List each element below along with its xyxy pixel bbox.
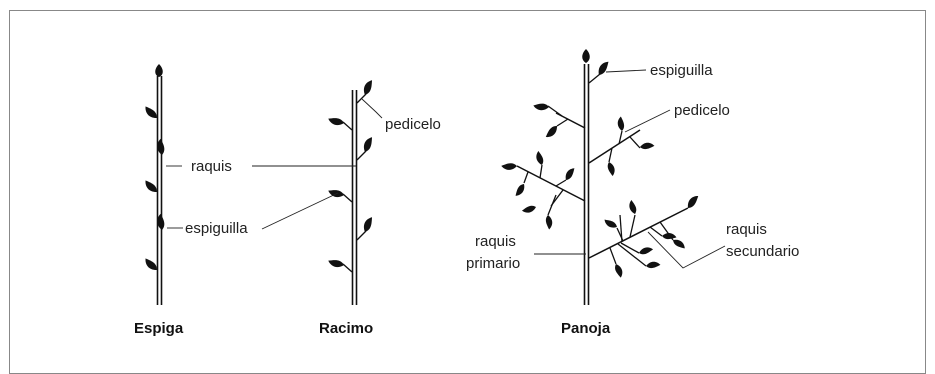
racimo-spikelet — [359, 136, 377, 153]
racimo-pedicel — [356, 93, 367, 104]
panoja-espiguilla-label: espiguilla — [650, 62, 713, 79]
panoja-pedicel — [617, 243, 647, 267]
panoja-spikelet — [532, 99, 550, 114]
panoja-spikelet — [684, 194, 702, 209]
espiga-raquis-label: raquis — [191, 158, 232, 175]
racimo-spikelet — [327, 184, 345, 202]
espiga-spikelet — [144, 103, 158, 121]
espiga-spikelet — [154, 213, 168, 231]
panoja-spikelet — [512, 183, 528, 197]
panoja-branch — [588, 207, 689, 259]
panoja-pedicel — [619, 214, 623, 243]
panoja-pedicelo-label: pedicelo — [674, 102, 730, 119]
panoja-group: espiguilla pedicelo raquis primario raqu… — [466, 49, 799, 337]
racimo-pedicel — [342, 121, 353, 131]
panoja-raquis-primario-label-line2: primario — [466, 255, 520, 272]
panoja-top-spikelet — [582, 49, 590, 63]
panoja-pedicel — [608, 147, 613, 163]
espiga-spikelet — [144, 255, 158, 273]
panoja-espiguilla-leader — [605, 69, 647, 73]
panoja-spikelet — [543, 125, 560, 139]
panoja-spikelet — [638, 245, 654, 256]
espiguilla-to-racimo-leader — [261, 192, 339, 230]
panoja-spikelet — [627, 199, 638, 215]
panoja-pedicelo-leader — [624, 109, 671, 133]
panoja-pedicel — [523, 171, 529, 184]
racimo-spikelet — [359, 79, 377, 96]
panoja-spikelet — [614, 263, 624, 278]
panoja-raquis-secundario-label-line1: raquis — [726, 221, 767, 238]
racimo-spikelet — [327, 254, 345, 272]
racimo-pedicel — [356, 150, 367, 161]
panoja-pedicel — [555, 179, 567, 187]
racimo-group: pedicelo Racimo — [252, 79, 441, 337]
racimo-pedicel — [342, 263, 353, 273]
panoja-spikelet — [594, 60, 613, 76]
panoja-spikelet — [562, 167, 578, 181]
panoja-pedicel — [556, 118, 569, 127]
racimo-caption: Racimo — [319, 320, 373, 337]
panoja-spikelet — [606, 161, 617, 177]
panoja-pedicel — [649, 226, 663, 237]
panoja-pedicel — [629, 214, 636, 238]
espiga-spikelet — [154, 138, 168, 156]
panoja-pedicel — [618, 130, 623, 145]
panoja-pedicel — [609, 247, 617, 265]
panoja-spikelet — [645, 259, 661, 272]
espiga-espiguilla-label: espiguilla — [185, 220, 248, 237]
panoja-spikelet — [500, 159, 518, 173]
espiga-spikelet — [144, 177, 158, 195]
panoja-spikelet — [615, 116, 628, 132]
racimo-pedicelo-leader — [361, 98, 383, 119]
panoja-spikelet — [521, 204, 537, 215]
panoja-spikelet — [603, 215, 618, 232]
panoja-raquis-primario-label-line1: raquis — [475, 233, 516, 250]
espiga-group: raquis espiguilla Espiga — [134, 64, 248, 337]
racimo-pedicel — [342, 193, 353, 203]
panoja-pedicel — [588, 73, 601, 84]
panoja-pedicel — [620, 242, 640, 254]
racimo-spikelet — [327, 112, 345, 130]
panoja-spikelet — [672, 236, 686, 252]
panoja-spikelet — [639, 140, 655, 153]
espiga-top-spikelet — [155, 64, 163, 77]
racimo-pedicel — [356, 230, 367, 241]
panoja-branch — [516, 165, 586, 202]
panoja-caption: Panoja — [561, 320, 611, 337]
panoja-raquis-secundario-leader — [647, 231, 726, 269]
panoja-pedicel — [547, 105, 563, 117]
racimo-spikelet — [359, 216, 377, 233]
panoja-pedicel — [629, 136, 641, 149]
panoja-spikelet — [542, 214, 555, 230]
espiga-caption: Espiga — [134, 320, 184, 337]
panoja-spikelet — [534, 150, 545, 166]
racimo-pedicelo-label: pedicelo — [385, 116, 441, 133]
panoja-raquis-secundario-label-line2: secundario — [726, 243, 799, 260]
panoja-pedicel — [547, 194, 557, 216]
panoja-branch — [588, 129, 641, 164]
panoja-pedicel — [539, 164, 543, 179]
